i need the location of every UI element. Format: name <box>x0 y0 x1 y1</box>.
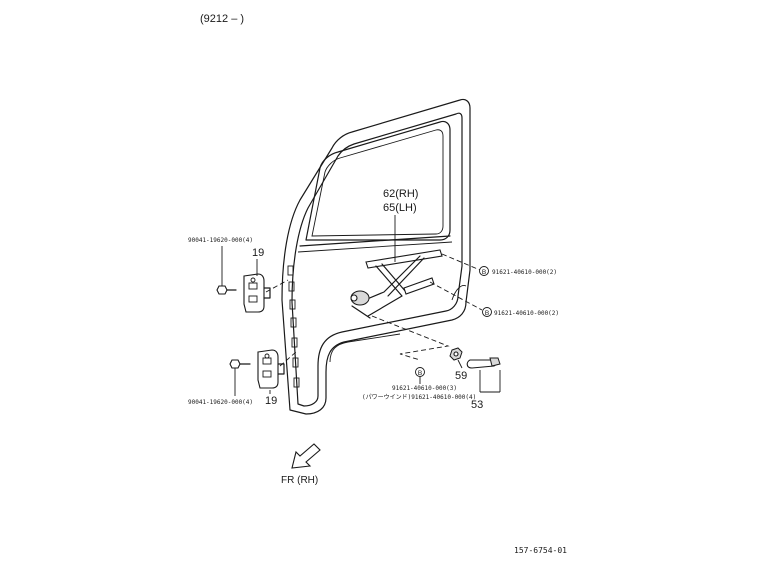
svg-text:B: B <box>485 310 489 317</box>
leader-bolt-b <box>371 315 450 361</box>
leader-regulator-bolt-lower <box>429 281 483 311</box>
front-direction-arrow-icon <box>291 443 321 469</box>
upper-hinge <box>243 273 271 313</box>
upper-bolt-icon <box>216 285 237 295</box>
callout-19-upper: 19 <box>252 247 264 259</box>
range-label: (9212 – ) <box>200 13 244 25</box>
leader-upper-hinge <box>265 279 289 293</box>
door-panel <box>281 98 471 415</box>
callout-59: 59 <box>455 370 467 382</box>
pillar-holes <box>287 265 300 388</box>
diagram-code: 157-6754-01 <box>514 546 567 555</box>
direction-label: FR (RH) <box>281 475 318 486</box>
nut-icon <box>449 347 463 361</box>
window-handle-icon <box>466 357 501 369</box>
callout-62-rh: 62(RH) <box>383 188 418 200</box>
circle-b-marker-mid: B <box>415 367 425 377</box>
window-regulator <box>350 249 443 319</box>
callout-65-lh: 65(LH) <box>383 202 417 214</box>
part-number-regulator-bolt-upper: 91621-40610-000(2) <box>492 269 557 276</box>
part-number-bolt-b-1: 91621-40610-000(3) <box>392 385 457 392</box>
callout-19-lower: 19 <box>265 395 277 407</box>
svg-text:B: B <box>482 269 486 276</box>
part-number-bolt-b-2: (パワーウインド)91621-40610-000(4) <box>362 393 476 401</box>
circle-b-marker-upper: B <box>479 266 489 276</box>
svg-text:B: B <box>418 370 422 377</box>
callout-53: 53 <box>471 399 483 411</box>
part-number-bolt-lower: 90041-19620-000(4) <box>188 399 253 406</box>
lower-bolt-icon <box>229 359 251 369</box>
circle-b-marker-lower: B <box>482 307 492 317</box>
lower-hinge <box>257 349 285 389</box>
leader-lower-hinge <box>279 351 297 367</box>
leader-regulator-bolt-upper <box>441 253 481 271</box>
part-number-regulator-bolt-lower: 91621-40610-000(2) <box>494 310 559 317</box>
part-number-bolt-upper: 90041-19620-000(4) <box>188 237 253 244</box>
